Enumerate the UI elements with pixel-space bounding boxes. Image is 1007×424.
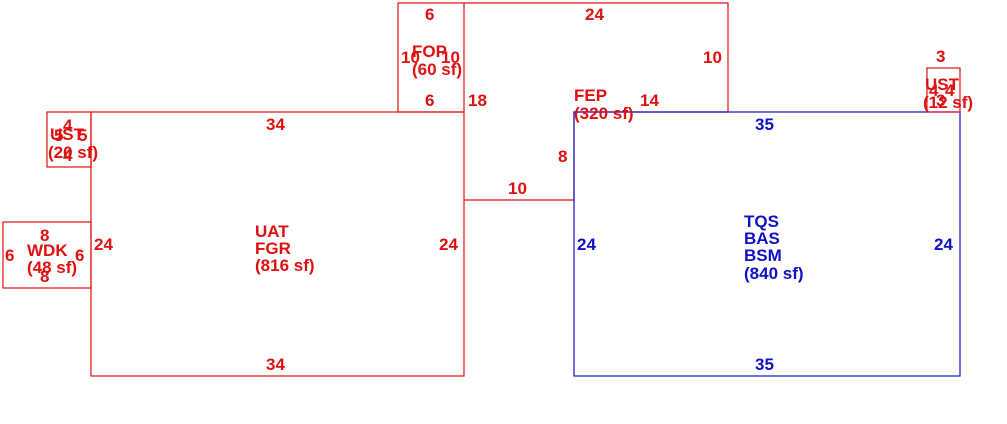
- uat-dim-right: 24: [439, 235, 458, 254]
- ust-left-dim-left: 5: [54, 126, 63, 145]
- wdk-dim-top: 8: [40, 226, 49, 245]
- ust-left-dim-top: 4: [63, 116, 73, 135]
- tqs-area-outline: [573, 111, 961, 377]
- uat-dim-top: 34: [266, 115, 285, 134]
- ust-right-area-outline: [926, 67, 961, 113]
- fep-dim-right: 10: [703, 48, 722, 67]
- wdk-dim-bottom: 8: [40, 267, 49, 286]
- ust-left-area-outline: [46, 111, 92, 168]
- tqs-code-3: BSM: [744, 246, 782, 265]
- fop-dim-right: 10: [441, 48, 460, 67]
- fep-dim-step-right: 8: [558, 147, 567, 166]
- ust-left-dim-right: 5: [78, 126, 87, 145]
- ust-right-area-sf: (12 sf): [923, 93, 973, 112]
- tqs-dim-bottom: 35: [755, 355, 774, 374]
- fep-dim-step-bottom: 10: [508, 179, 527, 198]
- fep-area-sf: (320 sf): [574, 104, 634, 123]
- ust-right-code: UST: [925, 75, 960, 94]
- fop-code: FOP: [412, 42, 447, 61]
- fop-dim-bottom: 6: [425, 91, 434, 110]
- fep-dim-top: 24: [585, 5, 604, 24]
- wdk-code: WDK: [27, 241, 68, 260]
- uat-code-2: FGR: [255, 239, 291, 258]
- tqs-code-1: TQS: [744, 212, 779, 231]
- uat-dim-left: 24: [94, 235, 113, 254]
- fop-dim-left: 10: [401, 48, 420, 67]
- wdk-dim-left: 6: [5, 246, 14, 265]
- fep-dim-inner-bottom: 14: [640, 91, 659, 110]
- wdk-area-outline: [2, 221, 92, 289]
- uat-dim-bottom: 34: [266, 355, 285, 374]
- fep-code: FEP: [574, 86, 607, 105]
- ust-left-code: UST: [50, 125, 85, 144]
- fop-area-sf: (60 sf): [412, 60, 462, 79]
- tqs-code-2: BAS: [744, 229, 780, 248]
- fop-dim-top: 6: [425, 5, 434, 24]
- tqs-dim-right: 24: [934, 235, 953, 254]
- tqs-area-sf: (840 sf): [744, 264, 804, 283]
- fep-dim-left-upper: 18: [468, 91, 487, 110]
- tqs-dim-top: 35: [755, 115, 774, 134]
- ust-right-dim-left: 4: [929, 81, 939, 100]
- fop-area-outline: [397, 2, 465, 113]
- ust-left-dim-bottom: 4: [63, 146, 73, 165]
- ust-right-dim-right: 4: [945, 81, 955, 100]
- ust-left-area-sf: (20 sf): [48, 143, 98, 162]
- uat-code-1: UAT: [255, 222, 289, 241]
- uat-area-sf: (816 sf): [255, 256, 315, 275]
- tqs-dim-left: 24: [577, 235, 596, 254]
- wdk-dim-right: 6: [75, 246, 84, 265]
- wdk-area-sf: (48 sf): [27, 258, 77, 277]
- ust-right-dim-bottom: 3: [936, 91, 945, 110]
- ust-right-dim-top: 3: [936, 47, 945, 66]
